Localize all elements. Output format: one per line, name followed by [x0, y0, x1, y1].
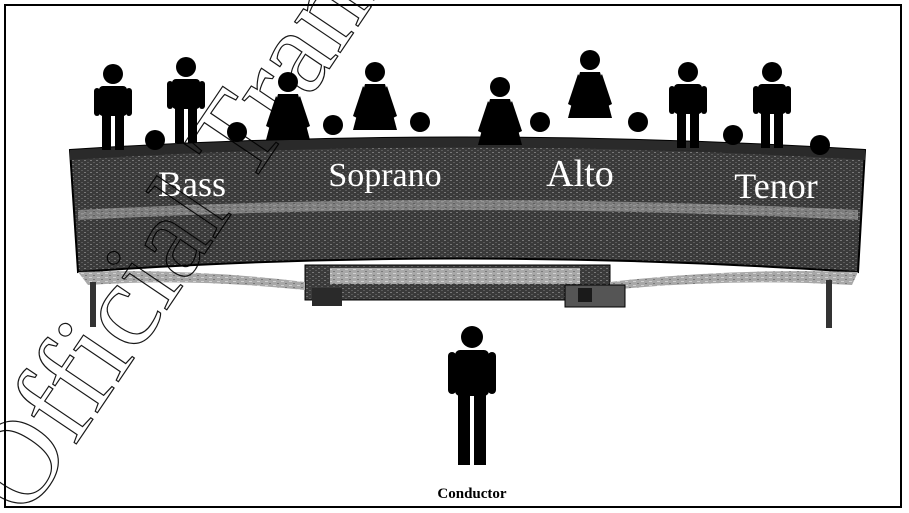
- conductor-figure: [448, 326, 496, 465]
- section-label-tenor: Tenor: [734, 166, 817, 206]
- singer-figure-tenor-2: [753, 62, 791, 148]
- section-labels: Bass Soprano Alto Tenor: [158, 153, 818, 206]
- singer-figure-bass-1: [94, 64, 132, 150]
- section-label-soprano: Soprano: [328, 157, 441, 194]
- figure-border: [4, 4, 902, 508]
- section-label-bass: Bass: [158, 164, 226, 204]
- singer-figure-soprano-2: [353, 62, 397, 130]
- singer-figure-alto-1: [478, 77, 522, 145]
- section-label-alto: Alto: [546, 153, 614, 195]
- singer-figure-tenor-1: [669, 62, 707, 148]
- conductor-label: Conductor: [437, 486, 507, 502]
- singer-figure-alto-2: [568, 50, 612, 118]
- choir-risers: [68, 136, 867, 328]
